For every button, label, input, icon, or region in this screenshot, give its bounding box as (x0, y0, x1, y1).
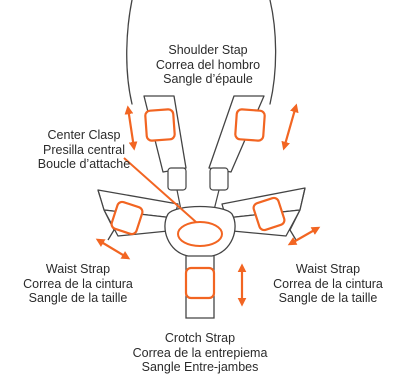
crotch-strap-label-en: Crotch Strap (164, 331, 236, 345)
center-clasp-label-en: Center Clasp (47, 128, 121, 142)
center-clasp-label-es: Presilla central (43, 142, 125, 157)
waist-strap-right-label-fr: Sangle de la taille (278, 291, 378, 305)
adjust-arrow-icon (281, 103, 299, 151)
seat-outline (126, 0, 277, 105)
adjust-arrow-icon (95, 238, 131, 260)
waist-strap-right-label-en: Waist Strap (295, 262, 361, 276)
crotch-strap-label-fr: Sangle Entre-jambes (141, 360, 259, 374)
slide-waist-right (252, 196, 286, 232)
waist-strap-left-label-fr: Sangle de la taille (28, 291, 128, 305)
clasp-tongues (167, 167, 229, 211)
adjust-arrow-icon (287, 226, 321, 246)
shoulder-strap-label-es: Correa del hombro (155, 57, 261, 72)
waist-strap-right-label: Waist Strap Correa de la cintura Sangle … (254, 262, 393, 306)
waist-strap-left-label-en: Waist Strap (45, 262, 111, 276)
shoulder-strap-label-fr: Sangle d’épaule (163, 72, 253, 86)
adjust-arrow-icon (124, 105, 138, 151)
waist-strap-left-label: Waist Strap Correa de la cintura Sangle … (4, 262, 152, 306)
center-clasp-label-fr: Boucle d’attache (37, 157, 131, 171)
crotch-strap-label: Crotch Strap Correa de la entrepiema San… (112, 331, 288, 375)
slide-shoulder-left (144, 108, 176, 142)
slide-crotch (184, 266, 216, 300)
shoulder-strap-label: Shoulder Stap Correa del hombro Sangle d… (143, 43, 273, 87)
slide-waist-left (110, 200, 144, 236)
adjust-arrows (95, 103, 321, 307)
slide-shoulder-right (234, 108, 266, 142)
center-clasp-leader (123, 157, 197, 223)
shoulder-strap-label-en: Shoulder Stap (168, 43, 248, 57)
center-clasp-label: Center Clasp Presilla central Boucle d’a… (18, 128, 150, 172)
crotch-strap-label-es: Correa de la entrepiema (132, 345, 268, 360)
waist-strap-left-label-es: Correa de la cintura (23, 276, 133, 291)
waist-strap-right-label-es: Correa de la cintura (273, 276, 383, 291)
center-buckle (164, 205, 236, 257)
strap-slides (110, 108, 286, 300)
